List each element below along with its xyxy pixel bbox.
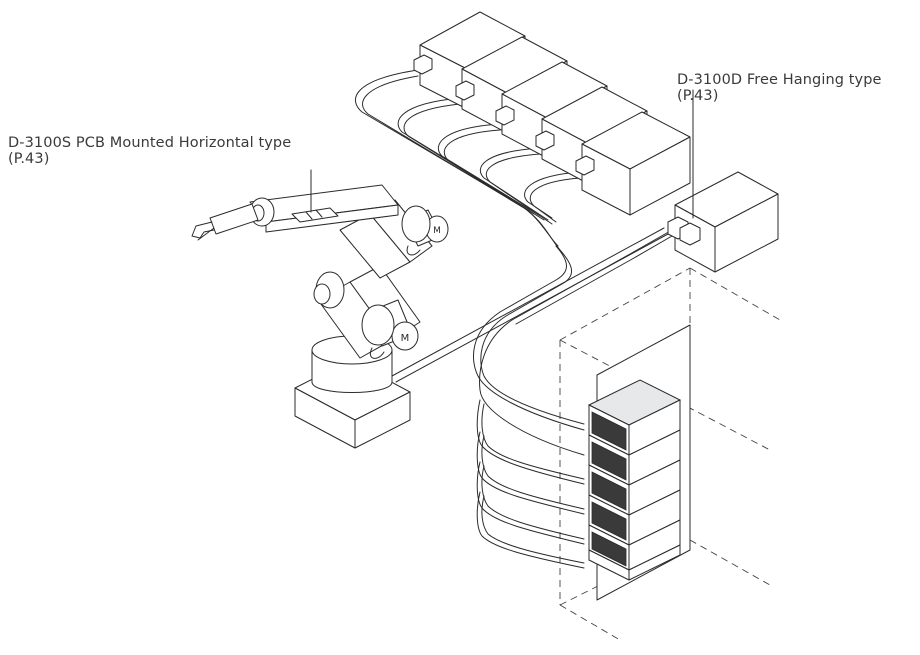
controller-stack: [413, 11, 691, 216]
callout-pcb-mounted-page: (P.43): [8, 151, 50, 167]
robot-arm: M M: [191, 169, 449, 449]
callout-free-hanging-title: D-3100D Free Hanging type: [677, 72, 882, 88]
free-hanging-controller: [667, 89, 779, 273]
callout-pcb-mounted-title: D-3100S PCB Mounted Horizontal type: [8, 135, 292, 151]
controller-box: [575, 111, 691, 216]
rack-panel: [587, 324, 691, 601]
rack-module: [588, 489, 681, 546]
motor-label-lower: M: [401, 333, 410, 344]
callout-free-hanging-page: (P.43): [677, 88, 719, 104]
cable-harness: [354, 69, 673, 569]
rack-module: [588, 544, 681, 581]
rack-module: [588, 429, 681, 486]
rack-module: [588, 459, 681, 516]
rack-modules: [587, 379, 682, 581]
callout-free-hanging: D-3100D Free Hanging type (P.43): [677, 72, 882, 104]
motor-label-upper: M: [433, 226, 441, 236]
rack-module: [588, 519, 681, 571]
callout-pcb-mounted: D-3100S PCB Mounted Horizontal type (P.4…: [8, 135, 291, 167]
